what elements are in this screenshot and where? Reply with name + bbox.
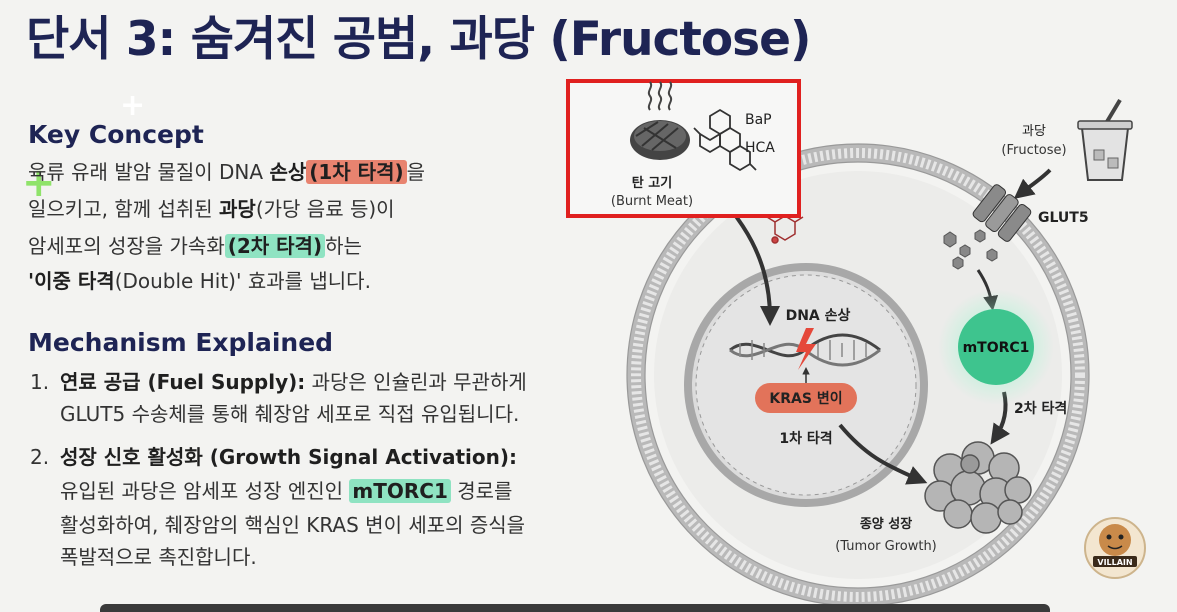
mtorc1-label: mTORC1 — [963, 340, 1030, 356]
key-concept-line-3: 암세포의 성장을 가속화(2차 타격)하는 — [28, 228, 362, 265]
page-title: 단서 3: 숨겨진 공범, 과당 (Fructose) — [26, 12, 811, 67]
mechanism-item-1: 연료 공급 (Fuel Supply): 과당은 인슐린과 무관하게 — [60, 367, 527, 398]
key-concept-line-1: 육류 유래 발암 물질이 DNA 손상(1차 타격)을 — [28, 154, 425, 191]
kc-line1-pre: 육류 유래 발암 물질이 DNA — [28, 160, 270, 184]
sparkle-decoration: + — [120, 88, 146, 123]
green-plus-decoration: + — [22, 160, 56, 206]
lightning-icon — [796, 328, 816, 370]
steak-icon — [630, 120, 690, 160]
key-concept-heading: Key Concept — [28, 120, 204, 149]
bap-label: BaP — [745, 112, 772, 128]
dna-damage-label: DNA 손상 — [786, 308, 851, 324]
kc-line3-pre: 암세포의 성장을 가속화 — [28, 234, 225, 258]
fructose-molecules — [943, 229, 998, 270]
item2-bold: 성장 신호 활성화 (Growth Signal Activation): — [60, 445, 518, 469]
kc-line1-post: 을 — [406, 160, 426, 184]
fructose-label: 과당 — [1022, 124, 1046, 139]
mechanism-item-2: 성장 신호 활성화 (Growth Signal Activation): — [60, 442, 517, 473]
item1-rest: 과당은 인슐린과 무관하게 — [305, 370, 527, 394]
tumor-cluster-icon — [924, 441, 1032, 534]
mechanism-item-1-num: 1. — [30, 370, 50, 394]
steam-icon — [647, 81, 673, 111]
kc-line1-bold: 손상 — [269, 160, 307, 184]
mtorc1-node — [958, 309, 1034, 385]
hit2-label: 2차 타격 — [1014, 400, 1067, 417]
mechanism-item-1-line-2: GLUT5 수송체를 통해 췌장암 세포로 직접 유입됩니다. — [60, 402, 520, 426]
key-concept-line-4: '이중 타격(Double Hit)' 효과를 냅니다. — [28, 263, 371, 300]
drink-cup-icon — [1077, 98, 1133, 181]
kc-line2-pre: 일으키고, 함께 섭취된 — [28, 197, 220, 221]
mechanism-heading: Mechanism Explained — [28, 328, 334, 357]
item2-line2-post: 경로를 — [450, 479, 513, 503]
kc-line4-post: (Double Hit)' 효과를 냅니다. — [114, 269, 371, 293]
kc-line1-hl: (1차 타격) — [309, 160, 404, 184]
item2-line2-hl: mTORC1 — [352, 479, 448, 503]
hit2-highlight: (2차 타격) — [224, 234, 326, 258]
mtorc1-highlight: mTORC1 — [349, 479, 451, 503]
glut5-label: GLUT5 — [1038, 210, 1089, 226]
transporter-icon — [972, 184, 1032, 242]
hca-label: HCA — [745, 140, 775, 156]
hit1-label: 1차 타격 — [779, 430, 832, 447]
mechanism-item-2-num: 2. — [30, 445, 50, 469]
kc-line2-bold: 과당 — [219, 197, 256, 221]
tumor-sub-label: (Tumor Growth) — [835, 539, 937, 554]
mechanism-item-2-line-3: 활성화하여, 췌장암의 핵심인 KRAS 변이 세포의 증식을 — [60, 513, 526, 537]
fructose-sub-label: (Fructose) — [1001, 143, 1066, 158]
tumor-label: 종양 성장 — [860, 516, 912, 532]
bottom-bar — [100, 604, 1050, 612]
kc-line3-hl: (2차 타격) — [227, 234, 323, 258]
hit1-highlight: (1차 타격) — [306, 160, 407, 184]
mechanism-item-2-line-2: 유입된 과당은 암세포 성장 엔진인 mTORC1 경로를 — [60, 476, 512, 507]
kc-line2-post: (가당 음료 등)이 — [255, 197, 395, 221]
kc-line3-post: 하는 — [325, 234, 362, 258]
kras-label: KRAS 변이 — [769, 390, 842, 407]
badge-text: VILLAIN — [1097, 558, 1132, 567]
item1-bold: 연료 공급 (Fuel Supply): — [60, 370, 306, 394]
kc-line4-bold: '이중 타격 — [28, 269, 115, 293]
kras-pill — [755, 383, 857, 413]
meat-label: 탄 고기 — [632, 175, 672, 191]
key-concept-line-2: 일으키고, 함께 섭취된 과당(가당 음료 등)이 — [28, 191, 395, 228]
meat-sub-label: (Burnt Meat) — [611, 194, 693, 209]
villain-badge-icon: VILLAIN — [1084, 517, 1146, 579]
molecule-icon — [693, 108, 757, 172]
mechanism-item-2-line-4: 폭발적으로 촉진합니다. — [60, 545, 257, 569]
item2-line2-pre: 유입된 과당은 암세포 성장 엔진인 — [60, 479, 350, 503]
